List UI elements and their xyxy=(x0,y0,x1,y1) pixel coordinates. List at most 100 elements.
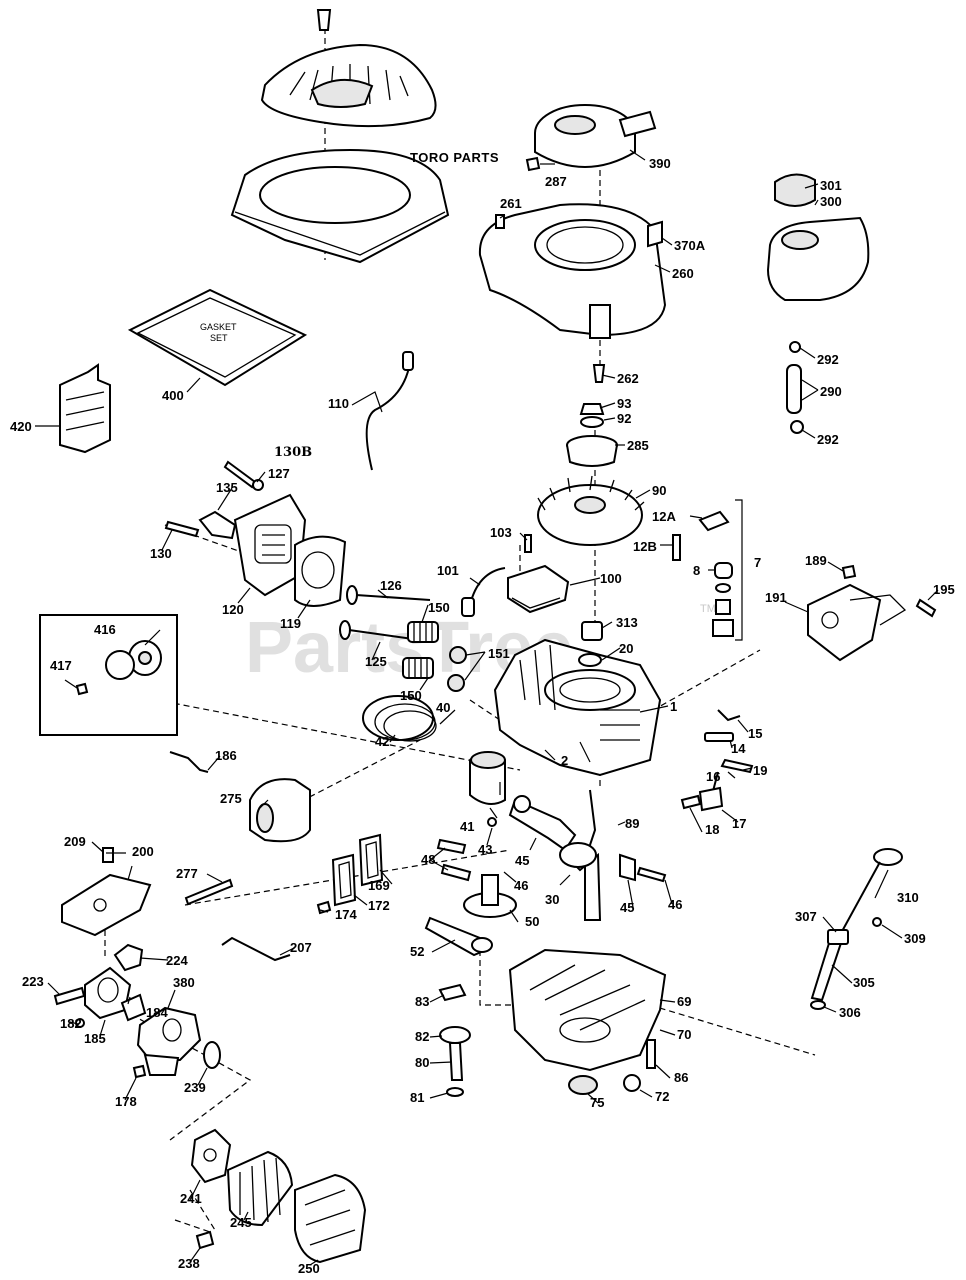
brake-12b[interactable] xyxy=(672,534,681,561)
shaft-80[interactable] xyxy=(448,1042,464,1081)
callout-41: 41 xyxy=(460,819,474,834)
screw-309[interactable] xyxy=(872,917,882,927)
screw-189[interactable] xyxy=(841,564,857,580)
air-filter-cover-250[interactable] xyxy=(294,1173,367,1264)
bracket-307[interactable] xyxy=(827,929,849,945)
spring-14[interactable] xyxy=(704,732,734,742)
piston[interactable] xyxy=(469,751,506,805)
washer-92[interactable] xyxy=(580,416,604,428)
callout-262: 262 xyxy=(617,371,639,386)
spring-19[interactable] xyxy=(720,758,754,774)
bolt-277[interactable] xyxy=(184,878,234,906)
spark-plug[interactable] xyxy=(198,510,237,540)
screw-178[interactable] xyxy=(132,1064,147,1079)
governor-bracket[interactable] xyxy=(807,583,907,662)
callout-75: 75 xyxy=(590,1095,604,1110)
crankcase-sump[interactable] xyxy=(508,948,667,1072)
o-ring-306[interactable] xyxy=(810,1000,826,1010)
valve-spring-150b[interactable] xyxy=(402,657,434,679)
fuel-line[interactable] xyxy=(786,341,804,434)
washer-81[interactable] xyxy=(446,1087,464,1097)
gasket-239[interactable] xyxy=(203,1041,221,1069)
gasket-169[interactable] xyxy=(358,833,384,887)
blower-housing[interactable] xyxy=(478,203,667,339)
screw-238[interactable] xyxy=(195,1230,215,1250)
flywheel-cup[interactable] xyxy=(566,435,618,467)
oil-screw-83[interactable] xyxy=(438,983,467,1002)
screw-261[interactable] xyxy=(495,214,505,229)
screw-86[interactable] xyxy=(646,1039,656,1069)
screw-417[interactable] xyxy=(75,682,89,696)
dipstick-310[interactable] xyxy=(839,848,903,936)
air-filter-base-241[interactable] xyxy=(190,1128,232,1184)
part-8-washer[interactable] xyxy=(715,583,731,593)
link-207[interactable] xyxy=(221,936,291,962)
gasket-224[interactable] xyxy=(113,943,144,972)
ignition-module[interactable] xyxy=(507,564,570,614)
head-gasket[interactable] xyxy=(294,535,347,607)
flywheel[interactable] xyxy=(537,475,645,546)
gear-82[interactable] xyxy=(439,1026,471,1044)
screw-48b[interactable] xyxy=(440,863,472,882)
screw-262[interactable] xyxy=(592,364,606,383)
crankshaft[interactable] xyxy=(559,789,602,921)
oil-seal-20[interactable] xyxy=(578,653,602,667)
link-15[interactable] xyxy=(717,709,741,722)
piston-pin-clip[interactable] xyxy=(487,817,497,827)
gasket-184[interactable] xyxy=(120,993,147,1022)
screw-48a[interactable] xyxy=(436,838,467,855)
screw-223[interactable] xyxy=(53,986,86,1006)
plug-72[interactable] xyxy=(623,1074,641,1092)
filter-cartridge-245[interactable] xyxy=(226,1150,294,1227)
callout-81: 81 xyxy=(410,1090,424,1105)
spark-plug-cap[interactable] xyxy=(461,597,475,617)
engine-cover-top[interactable] xyxy=(260,9,437,128)
ignition-wire-101[interactable] xyxy=(469,567,506,606)
oil-bottle[interactable] xyxy=(59,363,111,454)
piston-rings[interactable] xyxy=(362,695,437,742)
gasket-set[interactable]: GASKET SET xyxy=(127,288,308,387)
spark-plug-boot[interactable] xyxy=(402,351,414,371)
throttle-bracket-200[interactable] xyxy=(61,873,152,937)
part-8-spring[interactable] xyxy=(715,599,731,615)
part-8-cap[interactable] xyxy=(714,562,733,579)
rod-cap-45[interactable] xyxy=(619,853,636,882)
hub-416[interactable] xyxy=(105,650,135,680)
muffler-guard-186[interactable] xyxy=(169,751,209,773)
governor-gear-50[interactable] xyxy=(463,874,517,918)
part-8-base[interactable] xyxy=(712,619,734,637)
valve-126[interactable] xyxy=(346,585,431,605)
engine-block[interactable] xyxy=(493,638,662,777)
screw-46[interactable] xyxy=(636,866,667,883)
ignition-wire[interactable] xyxy=(365,361,411,471)
carburetor-380[interactable] xyxy=(136,1006,202,1076)
bushing-313[interactable] xyxy=(581,621,603,641)
callout-18: 18 xyxy=(705,822,719,837)
recoil-starter[interactable] xyxy=(534,104,657,168)
retainer-151a[interactable] xyxy=(449,646,467,664)
intake-185[interactable] xyxy=(84,966,132,1020)
screw-103[interactable] xyxy=(524,534,532,553)
brake-12a[interactable] xyxy=(698,510,730,532)
decal-370a[interactable] xyxy=(647,220,663,248)
gasket-172[interactable] xyxy=(331,853,357,907)
head-bolt-127[interactable] xyxy=(223,460,257,489)
screw-18[interactable] xyxy=(680,794,702,810)
valve-spring-150a[interactable] xyxy=(407,621,439,643)
head-bolt-130[interactable] xyxy=(164,520,200,538)
callout-224: 224 xyxy=(166,953,188,968)
fuel-tank[interactable] xyxy=(766,216,870,301)
connecting-rod[interactable] xyxy=(508,795,577,852)
cam-gear-52[interactable] xyxy=(471,937,493,953)
spring-195[interactable] xyxy=(915,598,937,618)
engine-shroud-base[interactable] xyxy=(230,148,450,264)
nut-93[interactable] xyxy=(579,403,605,415)
callout-370a: 370A xyxy=(674,238,706,253)
screw-209[interactable] xyxy=(102,847,114,863)
bracket-17[interactable] xyxy=(698,786,724,812)
screw-287[interactable] xyxy=(525,156,541,172)
fuel-cap[interactable] xyxy=(774,173,816,207)
retainer-151b[interactable] xyxy=(447,674,465,692)
seal-75[interactable] xyxy=(568,1075,598,1095)
muffler-275[interactable] xyxy=(249,778,311,843)
